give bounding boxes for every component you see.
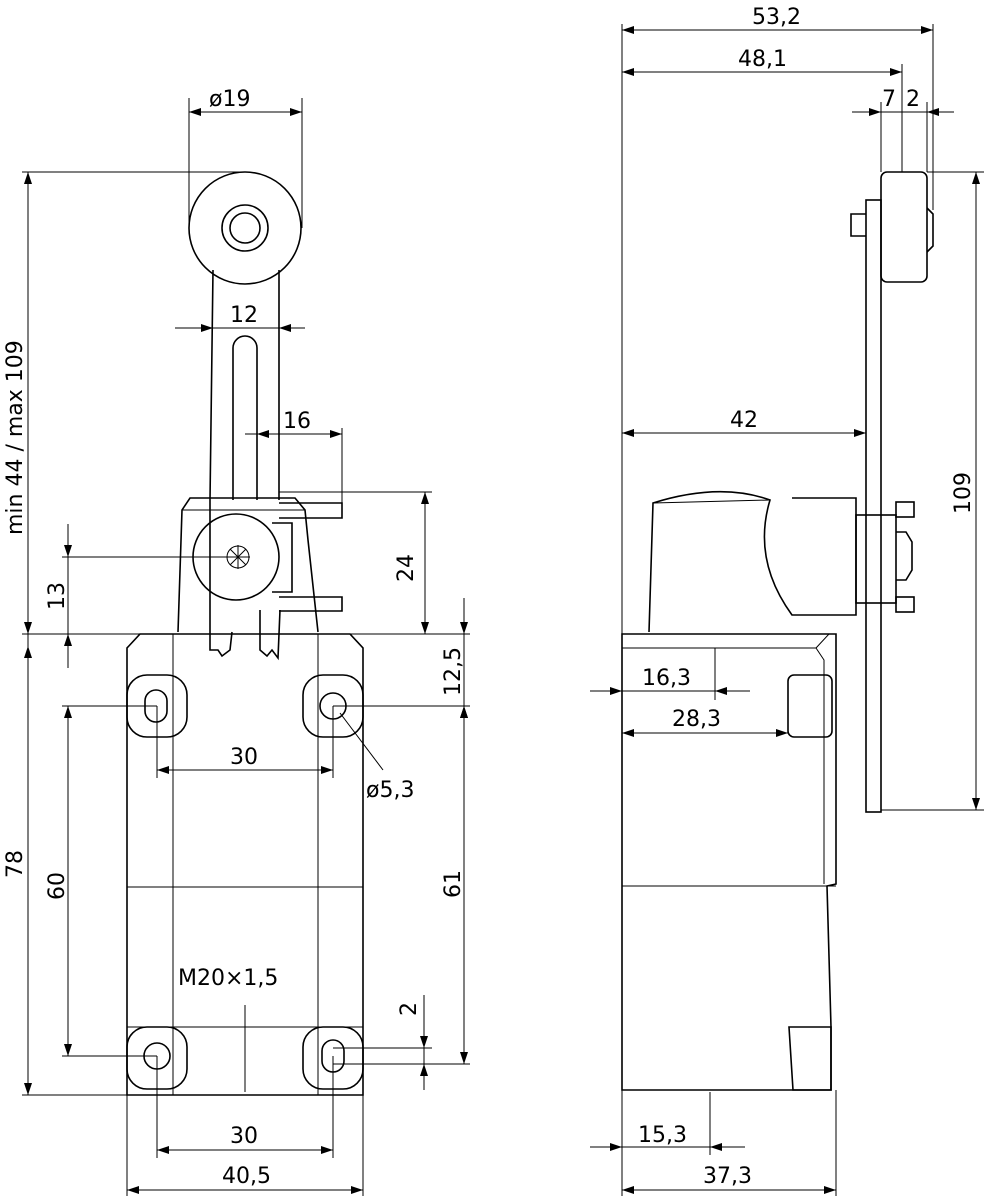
body-side-button: [787, 674, 833, 738]
label-cover-depth-2: 28,3: [672, 707, 721, 732]
lever-slot: [232, 335, 258, 500]
clamp-screw: [896, 531, 913, 581]
dim-head-height: [279, 491, 432, 634]
head-side: [648, 490, 857, 633]
clamp-tab-upper: [895, 501, 915, 518]
cam-tab-lower: [279, 596, 343, 612]
dim-roller-diameter: [188, 98, 303, 228]
roller-side: [880, 171, 928, 283]
roller-pin: [850, 213, 866, 237]
dim-base-offset: [590, 1092, 745, 1155]
label-lever-position: 42: [730, 408, 758, 433]
label-body-height: 78: [3, 850, 28, 878]
label-lever-range: min 44 / max 109: [3, 340, 28, 535]
clamp-block: [855, 514, 897, 604]
leader-hole-diameter: [339, 712, 384, 771]
label-hole-spacing-bottom: 30: [230, 1124, 258, 1149]
dim-overall-depth: [621, 24, 934, 634]
side-view: 53,2 48,1 7 2 42: [590, 5, 984, 1196]
label-base-offset: 15,3: [638, 1123, 687, 1148]
label-conduit-thread: M20×1,5: [178, 966, 278, 991]
dim-base-depth: [621, 1090, 837, 1196]
arm-lower-right: [259, 609, 281, 661]
label-hole-vertical: 60: [45, 872, 70, 900]
dim-lever-position: [622, 429, 866, 437]
lever-arm: [209, 269, 280, 501]
arm-lower-left: [209, 500, 233, 658]
dim-arm-width: [175, 324, 305, 332]
dim-hole-vertical-right: [333, 706, 470, 1065]
label-lever-length: 109: [951, 472, 976, 514]
body-side: [621, 633, 837, 1091]
label-head-height: 24: [394, 554, 419, 582]
roller-hub-outer: [221, 204, 269, 252]
head-side-top: [652, 499, 771, 504]
label-top-offset: 12,5: [441, 647, 466, 696]
dim-hole-vertical: [62, 705, 157, 1057]
label-hole-vertical-right: 61: [441, 870, 466, 898]
dim-arm-depth: [622, 64, 903, 172]
body-side-inner: [622, 633, 830, 884]
label-arm-width: 12: [230, 303, 258, 328]
dim-cover-depth-2: [622, 729, 788, 737]
label-base-depth: 37,3: [703, 1164, 752, 1189]
lever-plate: [865, 199, 882, 813]
roller-hub-inner: [229, 212, 261, 244]
front-view: ø19 12 16 min 44 / max 109: [3, 87, 470, 1196]
label-cover-depth-1: 16,3: [642, 666, 691, 691]
dim-arm-offset: [245, 428, 343, 503]
cam-tab-upper: [279, 502, 343, 519]
label-roller-width: 7: [882, 87, 896, 112]
dim-lever-range: [22, 171, 245, 634]
clamp-tab-lower: [895, 596, 915, 613]
dim-body-width: [126, 1095, 364, 1196]
dim-hole-spacing-top: [156, 706, 334, 778]
label-roller-diameter: ø19: [209, 87, 250, 112]
label-hole-spacing-top: 30: [230, 745, 258, 770]
label-hole-diameter: ø5,3: [366, 778, 414, 803]
dim-pivot-height: [62, 524, 236, 668]
label-pivot-height: 13: [45, 582, 70, 610]
label-arm-offset: 16: [283, 409, 311, 434]
label-roller-offset: 2: [906, 87, 920, 112]
dim-roller-width: [852, 102, 954, 172]
dim-lever-length: [881, 171, 984, 811]
label-body-width: 40,5: [222, 1164, 271, 1189]
label-slot-length: 2: [397, 1002, 422, 1016]
body-side-foot: [788, 1026, 832, 1091]
dim-body-height: [22, 634, 127, 1096]
roller-outline: [188, 171, 302, 285]
dim-slot-length: [333, 995, 432, 1090]
pivot-clamp: [272, 522, 293, 593]
dim-hole-spacing-bottom: [156, 1056, 334, 1158]
label-arm-depth: 48,1: [738, 47, 787, 72]
label-overall-depth: 53,2: [752, 5, 801, 30]
roller-axle: [926, 207, 934, 253]
dim-cover-depth-1: [590, 648, 750, 700]
